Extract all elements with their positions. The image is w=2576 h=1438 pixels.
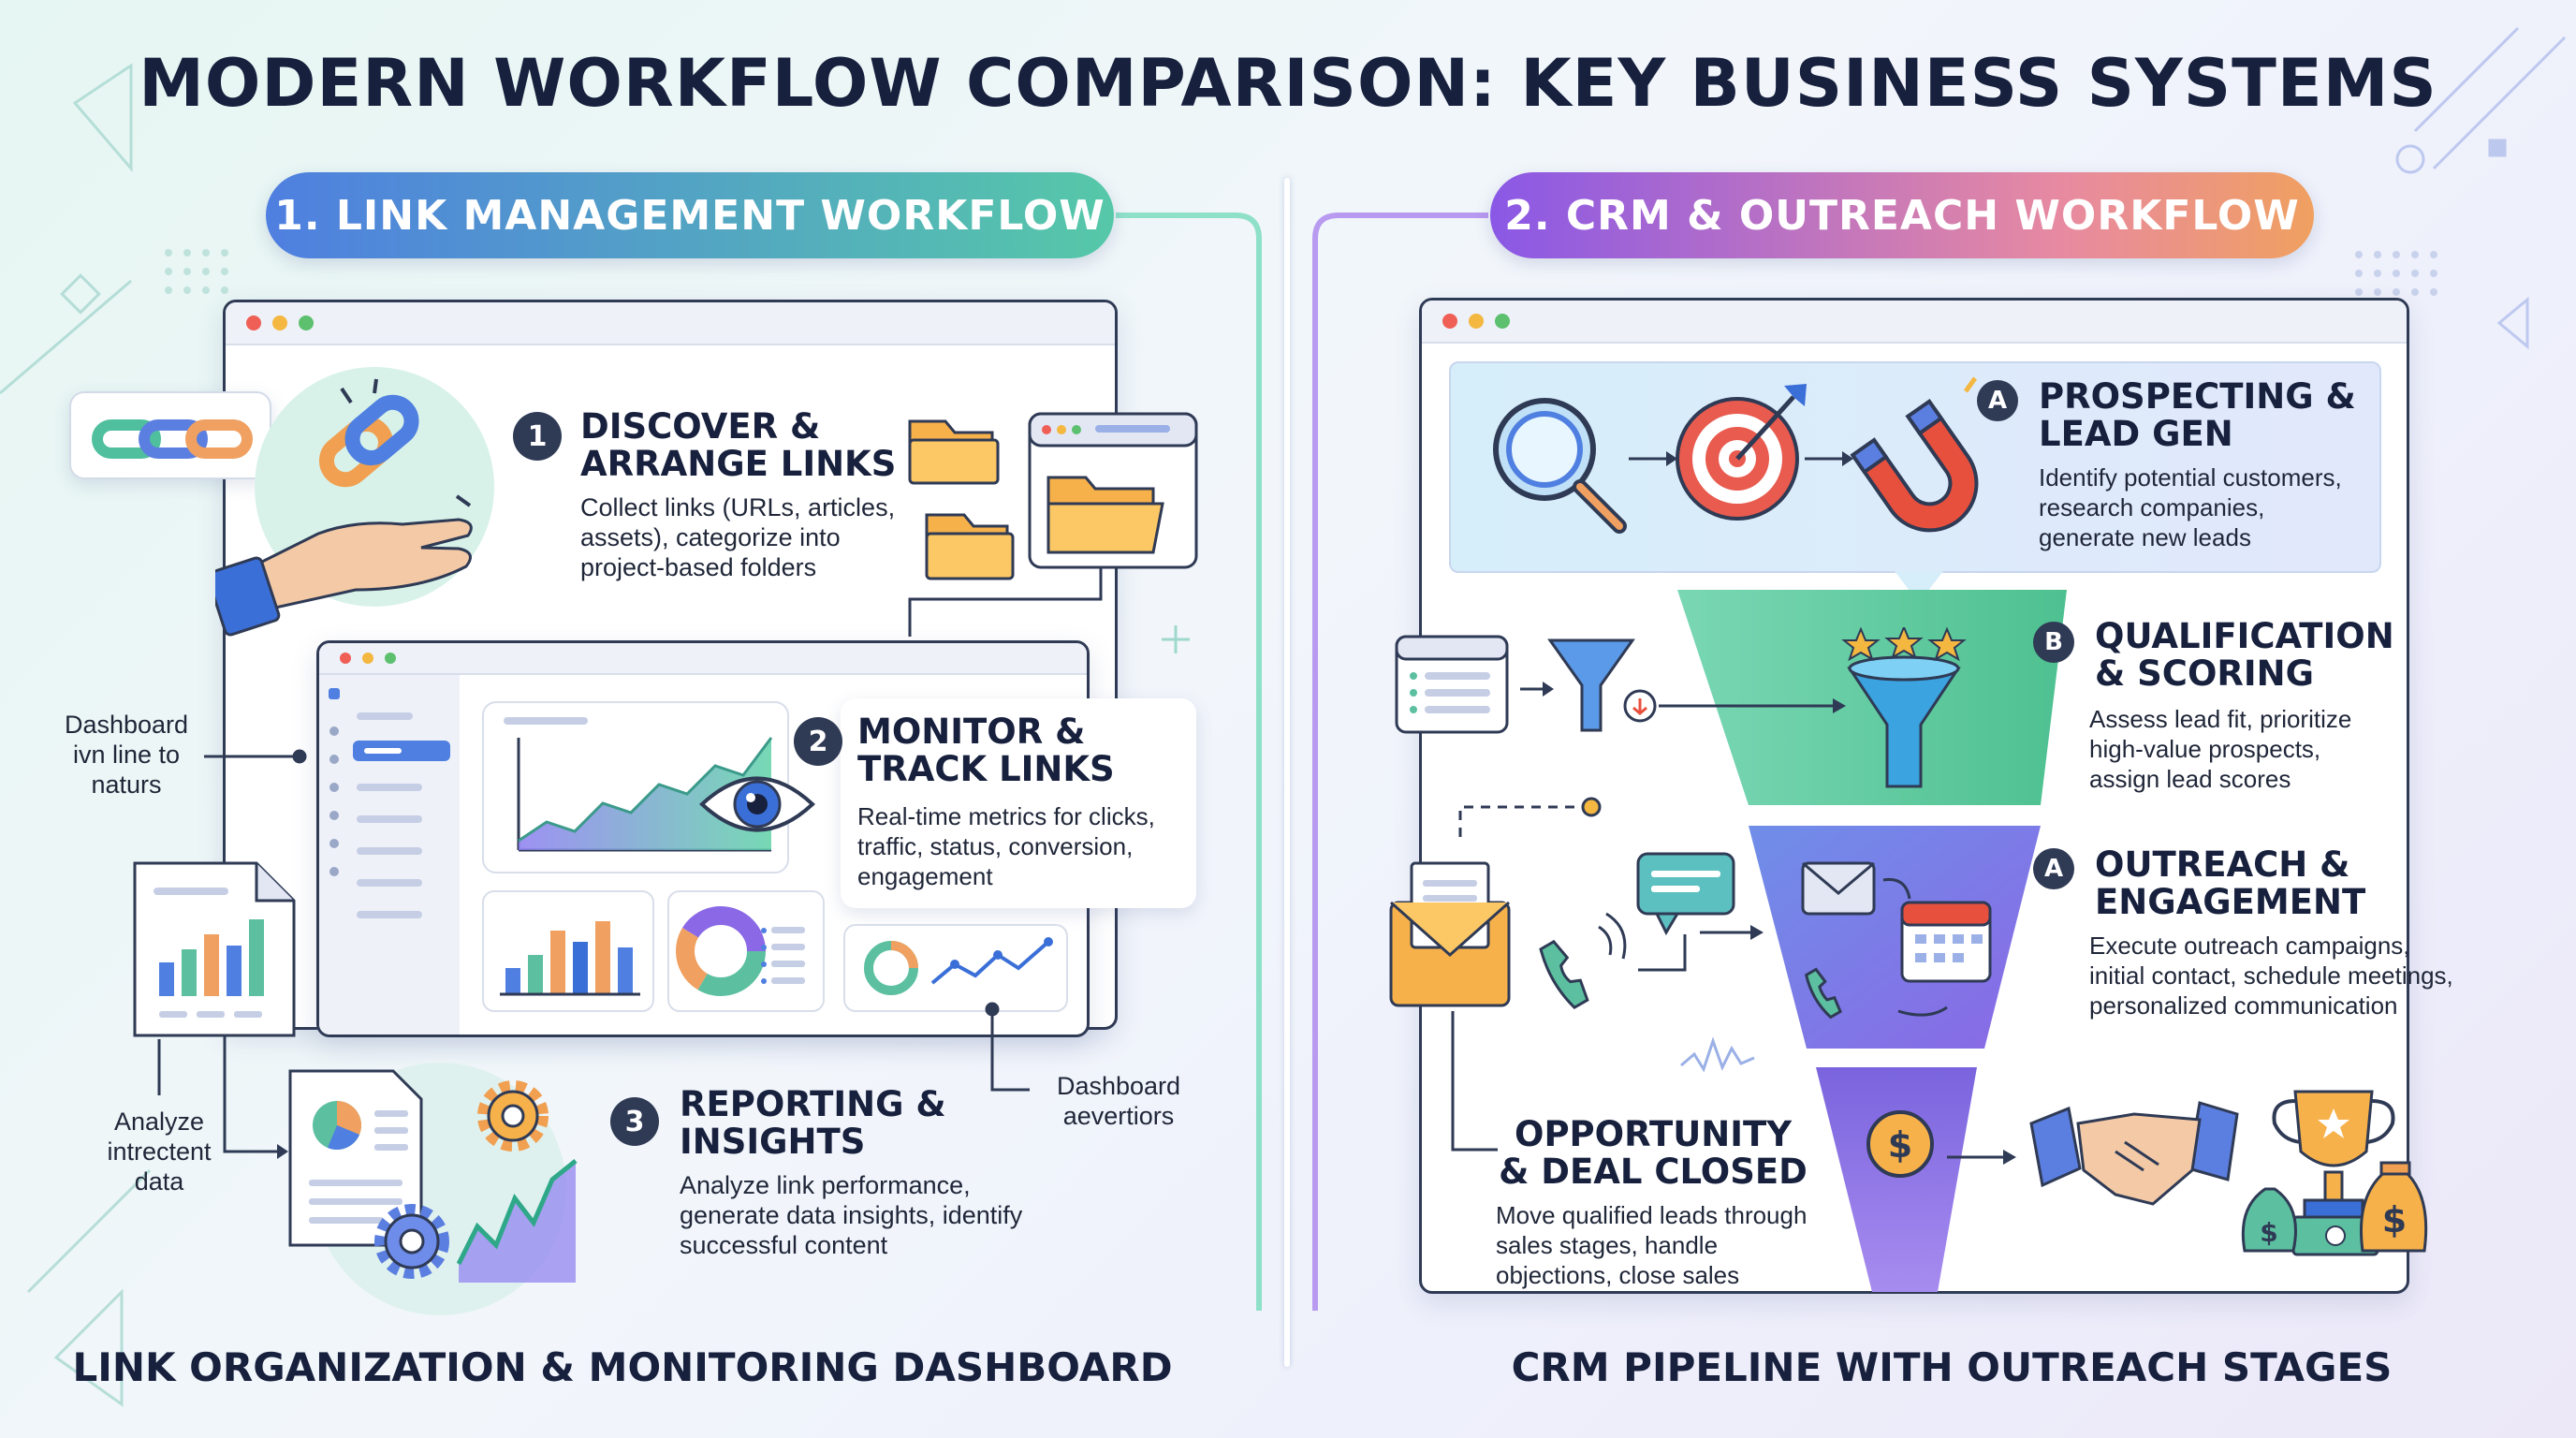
right-section-header: 2. CRM & OUTREACH WORKFLOW (1490, 172, 2314, 258)
qualification-icons (1395, 627, 1967, 788)
folder-icon (908, 419, 1000, 485)
right-footer: CRM PIPELINE WITH OUTREACH STAGES (1511, 1344, 2393, 1390)
maximize-dot[interactable] (1495, 314, 1510, 329)
chain-link-icon (318, 394, 419, 488)
stage-b-badge: B (2033, 622, 2074, 663)
step-1-badge: 1 (513, 412, 562, 461)
folder-icon (925, 513, 1015, 580)
trend-card (843, 924, 1068, 1012)
outreach-icons (1389, 852, 1992, 1020)
step-3-badge: 3 (610, 1097, 659, 1146)
stage-a1-title: PROSPECTING & LEAD GEN (2039, 376, 2356, 454)
envelope-icon (1389, 861, 1511, 1007)
step-2-card (841, 698, 1196, 908)
left-connectors (157, 749, 1030, 1159)
window-titlebar (226, 302, 1115, 345)
folders-illustration (908, 412, 1198, 637)
svg-text:$: $ (2382, 1199, 2407, 1240)
stage-closed-title: OPPORTUNITY & DEAL CLOSED (1499, 1114, 1808, 1192)
magnifier-icon (1493, 398, 1627, 534)
target-icon (1676, 384, 1807, 521)
chain-link-card (69, 391, 271, 479)
window-titlebar (1422, 301, 2407, 344)
stage-closed-description: Move qualified leads through sales stage… (1496, 1201, 1808, 1289)
dashboard-titlebar (319, 643, 1087, 675)
prospecting-icons (1493, 376, 1999, 534)
analyze-data-label: Analyze intrectent data (107, 1108, 212, 1196)
dashed-connector (1451, 797, 1602, 1152)
magnet-icon (1850, 398, 1979, 533)
analytics-document (133, 861, 296, 1037)
svg-text:$: $ (2260, 1217, 2277, 1248)
chain-link-icon (92, 419, 253, 459)
phone-icon (1539, 939, 1589, 1010)
stage-a2-title: OUTREACH & ENGAGEMENT (2095, 844, 2366, 922)
maximize-dot[interactable] (299, 315, 314, 330)
trophy-icon (2272, 1090, 2395, 1221)
maximize-dot[interactable] (385, 653, 396, 664)
step-1-description: Collect links (URLs, articles, assets), … (580, 493, 896, 581)
page-title: MODERN WORKFLOW COMPARISON: KEY BUSINESS… (139, 45, 2437, 122)
stage-b-title: QUALIFICATION & SCORING (2095, 616, 2394, 694)
hand-icon (241, 518, 473, 610)
reporting-illustration (288, 1063, 578, 1315)
chat-bubble-icon (1636, 852, 1735, 936)
folder-icon (1046, 476, 1164, 554)
close-dot[interactable] (1442, 314, 1457, 329)
stage-a2-badge: A (2033, 848, 2074, 889)
step-1-title: DISCOVER & ARRANGE LINKS (580, 406, 897, 484)
deal-closed-icons: $ $ $ (1680, 1036, 2428, 1256)
dollar-coin-icon: $ (1866, 1110, 1934, 1178)
left-footer: LINK ORGANIZATION & MONITORING DASHBOARD (72, 1344, 1173, 1390)
money-bag-icon: $ (2359, 1161, 2428, 1253)
funnel-icon (1847, 655, 1961, 788)
bar-chart-card (482, 890, 654, 1012)
center-divider (1284, 178, 1290, 1367)
eye-icon (699, 776, 815, 832)
money-bag-icon: $ (2241, 1187, 2297, 1253)
handshake-icon (2029, 1101, 2239, 1206)
calendar-icon (1900, 901, 1992, 983)
line-chart-card (482, 701, 789, 873)
prospecting-band (1449, 361, 2381, 573)
stage-a1-description: Identify potential customers, research c… (2039, 463, 2342, 551)
minimize-dot[interactable] (272, 315, 287, 330)
gear-icon (477, 1080, 549, 1152)
close-dot[interactable] (246, 315, 261, 330)
star-icon (1841, 627, 1967, 662)
stage-b-description: Assess lead fit, prioritize high-value p… (2089, 705, 2352, 793)
minimize-dot[interactable] (362, 653, 373, 664)
close-dot[interactable] (340, 653, 351, 664)
dashboard-sidebar (319, 675, 460, 1034)
dashboard-line-label: Dashboard ivn line to naturs (64, 711, 189, 799)
minimize-dot[interactable] (1469, 314, 1484, 329)
step-2-title: MONITOR & TRACK LINKS (857, 712, 1115, 789)
step-3-description: Analyze link performance, generate data … (680, 1171, 1023, 1259)
stage-a1-badge: A (1977, 380, 2018, 421)
step-2-badge: 2 (794, 717, 842, 766)
hand-link-illustration (215, 367, 494, 637)
stage-a2-description: Execute outreach campaigns, initial cont… (2089, 932, 2453, 1020)
svg-text:$: $ (1888, 1124, 1912, 1166)
step-2-description: Real-time metrics for clicks, traffic, s… (857, 802, 1155, 890)
bar-chart-icon (505, 921, 633, 994)
gear-icon (374, 1204, 449, 1279)
left-section-header: 1. LINK MANAGEMENT WORKFLOW (266, 172, 1114, 258)
phone-icon (1804, 967, 1842, 1020)
donut-chart-icon (676, 906, 766, 996)
step-3-title: REPORTING & INSIGHTS (680, 1084, 946, 1162)
envelope-icon (1801, 861, 1876, 916)
dashboard-advertiors-label: Dashboard aevertiors (1056, 1072, 1181, 1130)
donut-chart-card (667, 890, 825, 1012)
funnel-icon (1547, 638, 1635, 732)
